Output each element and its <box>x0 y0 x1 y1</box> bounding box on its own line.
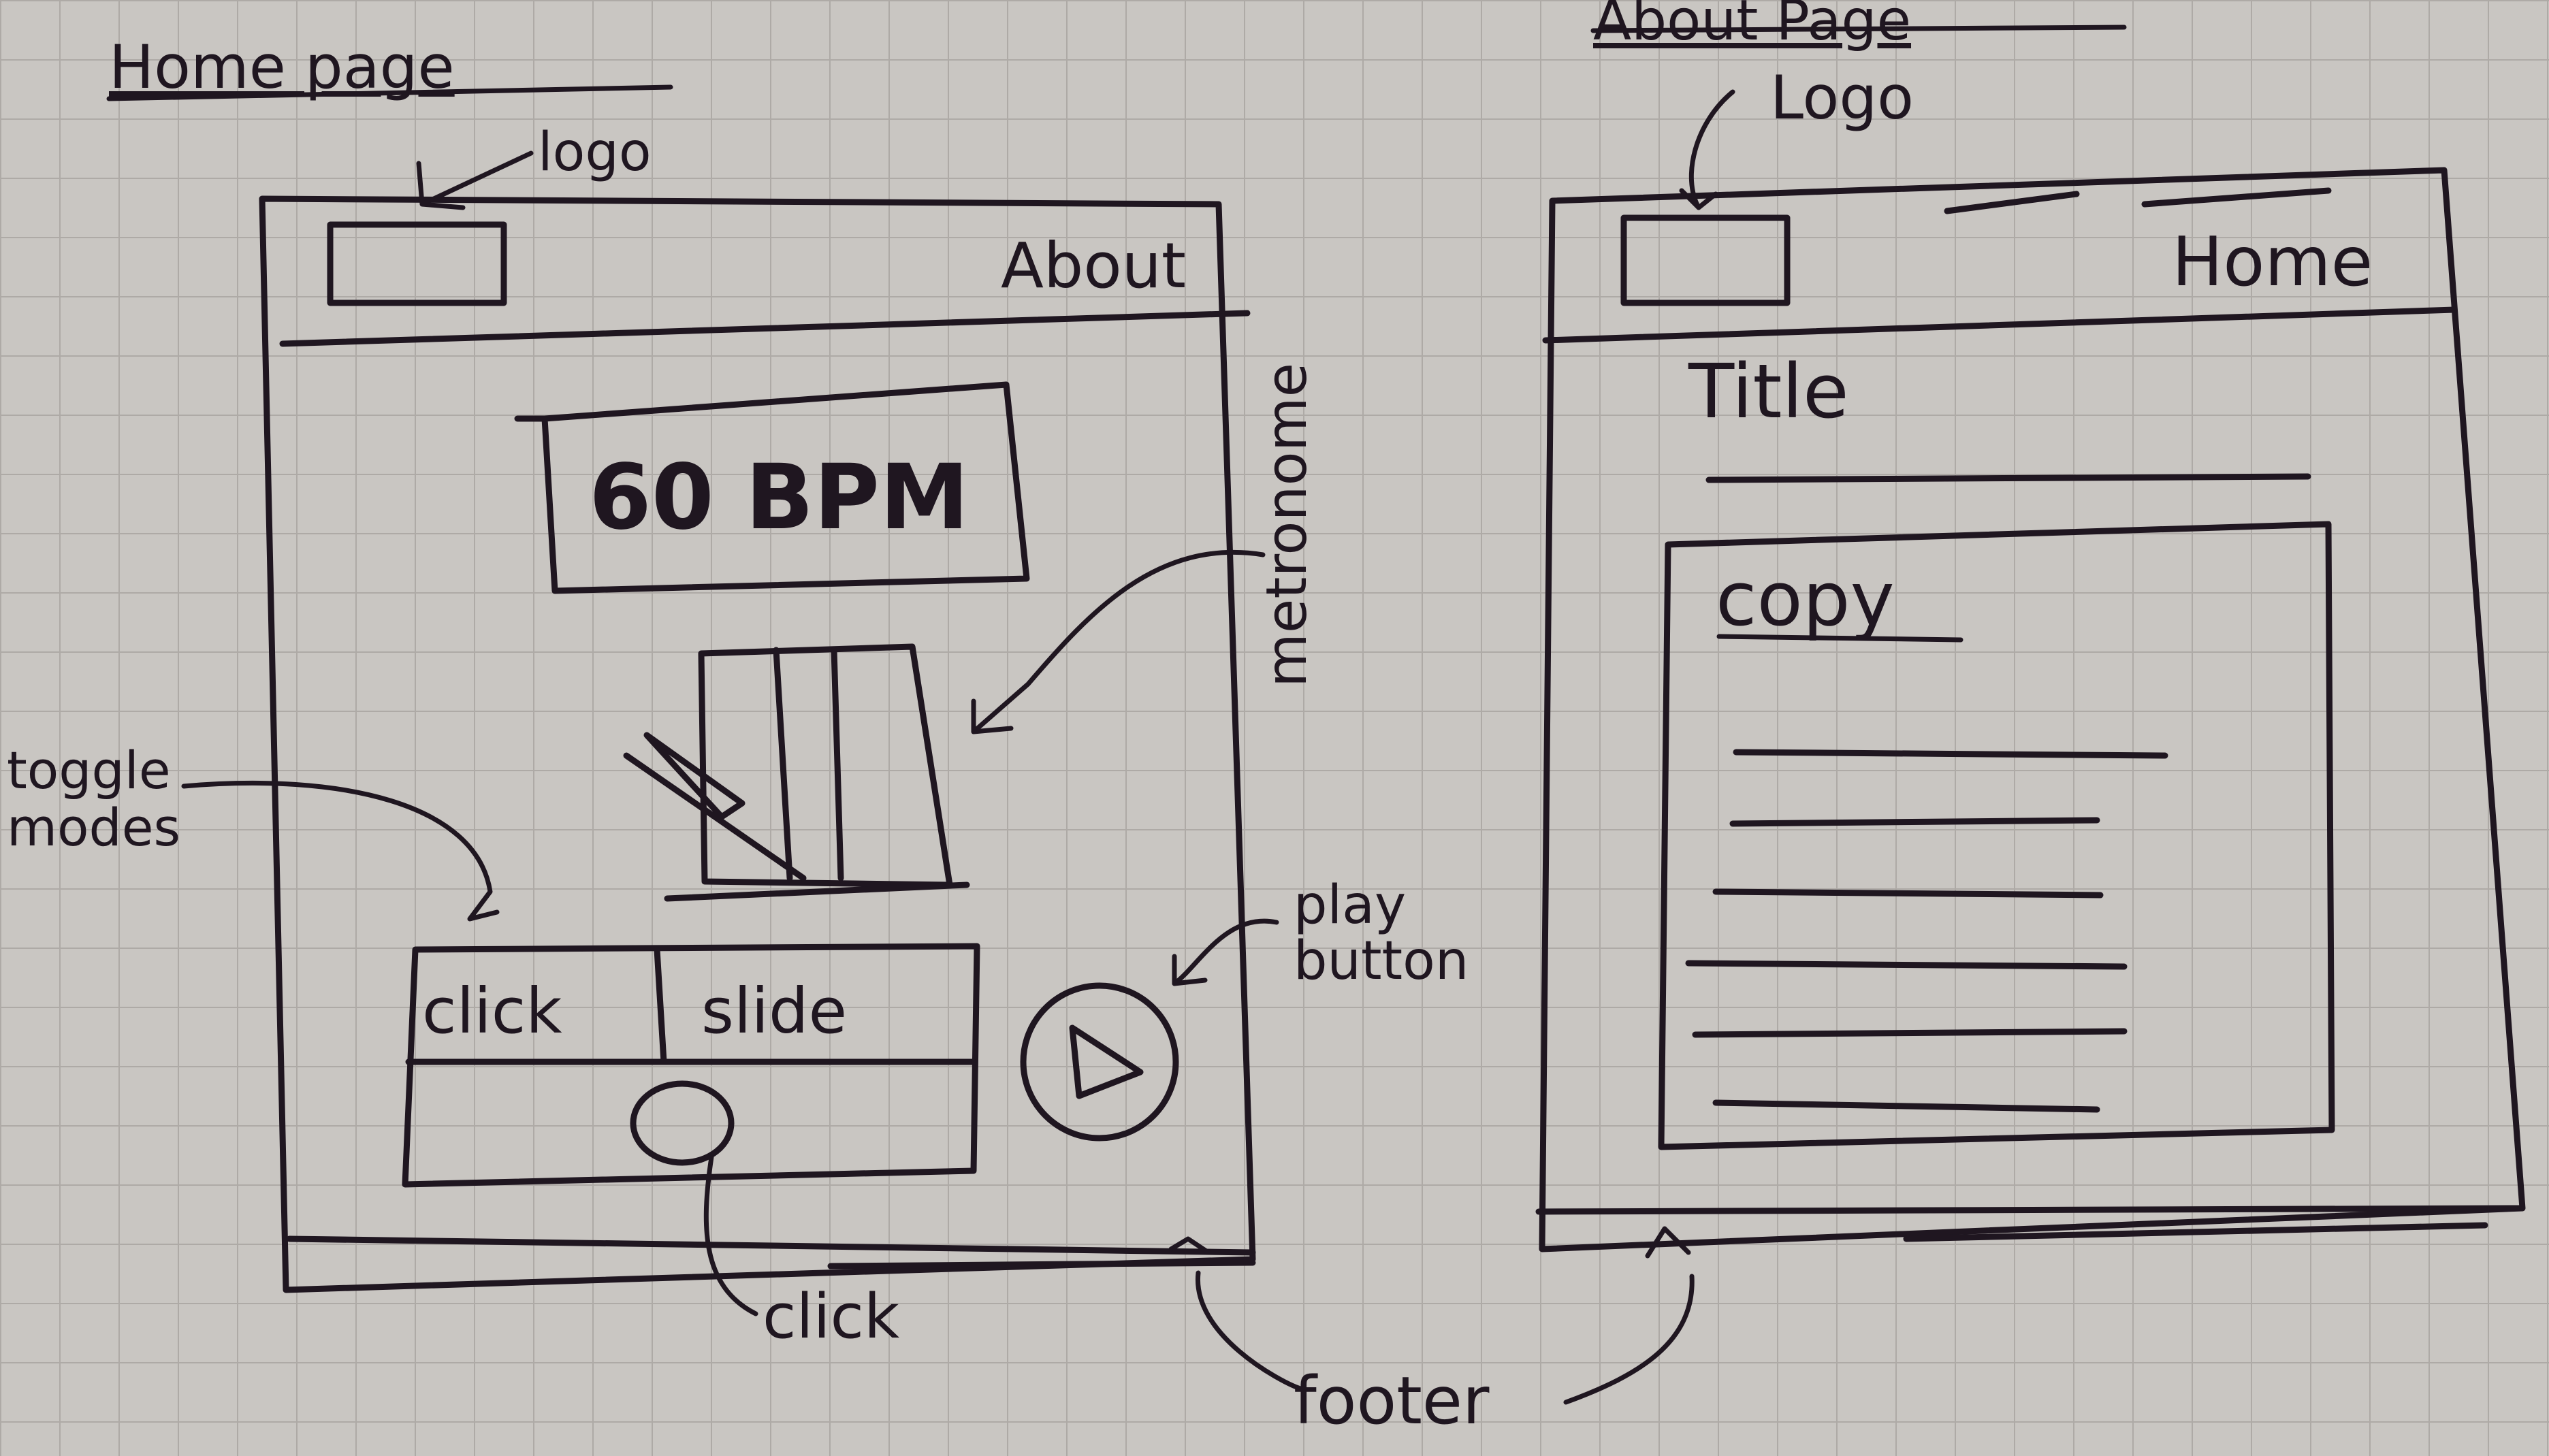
about-copy-label: copy <box>1716 555 1895 643</box>
about-page-heading: About Page <box>1593 0 1912 53</box>
bpm-display: 60 BPM <box>589 445 969 550</box>
toggle-mode-slide: slide <box>701 975 848 1048</box>
metronome-note: metronome <box>1255 362 1319 687</box>
toggle-modes-note: toggle modes <box>7 740 181 858</box>
home-logo-note: logo <box>538 122 652 183</box>
about-nav-home-link: Home <box>2172 222 2373 302</box>
play-button-note: play button <box>1294 875 1469 992</box>
about-logo-note: Logo <box>1770 63 1914 133</box>
footer-note: footer <box>1294 1363 1490 1439</box>
about-title: Title <box>1688 348 1849 435</box>
home-nav-about-link: About <box>1001 229 1187 302</box>
home-wireframe <box>106 84 1303 1391</box>
click-note: click <box>763 1281 900 1353</box>
toggle-mode-click: click <box>422 975 562 1048</box>
home-page-heading: Home page <box>109 32 455 102</box>
about-wireframe <box>1535 25 2526 1405</box>
